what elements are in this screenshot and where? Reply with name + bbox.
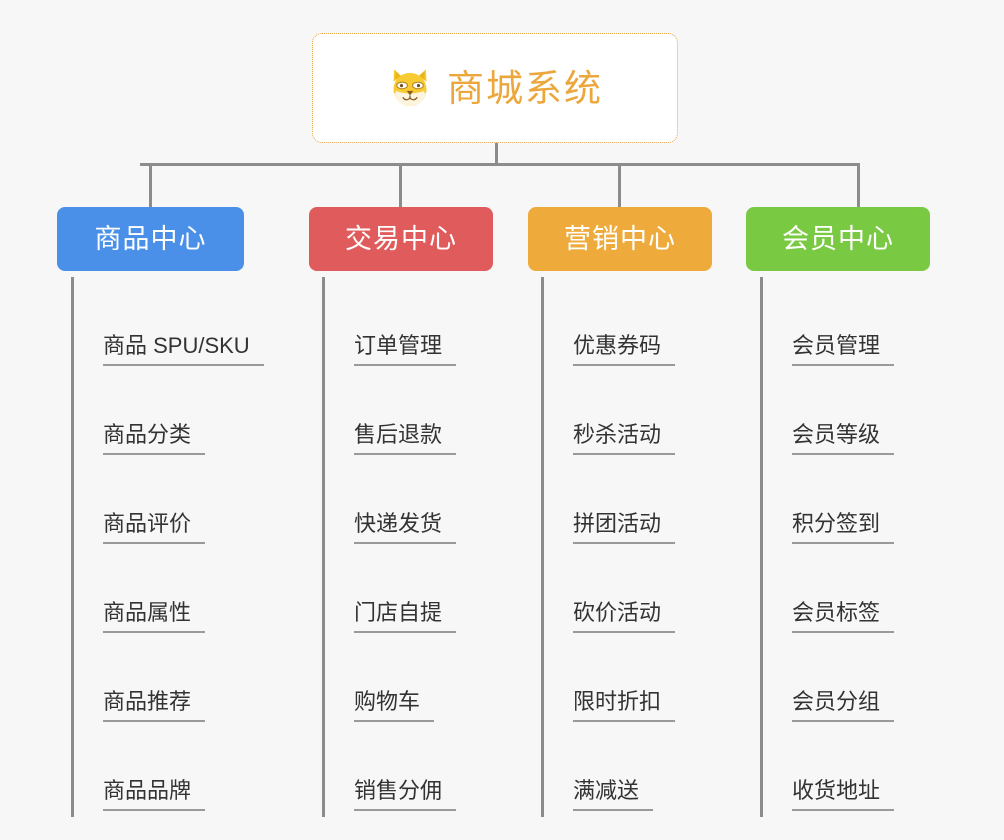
leaf-item[interactable]: 会员等级	[760, 366, 895, 455]
leaf-item[interactable]: 秒杀活动	[541, 366, 676, 455]
leaf-item-label: 购物车	[354, 689, 435, 722]
leaf-item-label: 优惠券码	[573, 333, 676, 366]
leaf-item[interactable]: 售后退款	[322, 366, 457, 455]
category-label: 交易中心	[345, 223, 457, 254]
leaf-item-label: 商品品牌	[103, 778, 206, 811]
leaf-item[interactable]: 销售分佣	[322, 722, 457, 811]
leaf-item-label: 商品分类	[103, 422, 206, 455]
connector-bus-bar	[140, 163, 860, 166]
leaf-item[interactable]: 收货地址	[760, 722, 895, 811]
leaf-item-label: 销售分佣	[354, 778, 457, 811]
connector-drop-4	[857, 163, 860, 209]
leaf-item-label: 拼团活动	[573, 511, 676, 544]
leaf-item-label: 商品评价	[103, 511, 206, 544]
category-label: 会员中心	[782, 223, 894, 254]
leaf-item-label: 商品推荐	[103, 689, 206, 722]
leaf-item-label: 砍价活动	[573, 600, 676, 633]
category-box-trade-center[interactable]: 交易中心	[309, 207, 493, 271]
leaf-item-label: 订单管理	[354, 333, 457, 366]
leaf-item[interactable]: 拼团活动	[541, 455, 676, 544]
leaf-item[interactable]: 限时折扣	[541, 633, 676, 722]
connector-root-stem	[495, 143, 498, 165]
leaf-item[interactable]: 商品属性	[71, 544, 206, 633]
leaf-item-label: 收货地址	[792, 778, 895, 811]
category-box-product-center[interactable]: 商品中心	[57, 207, 244, 271]
leaf-item-label: 门店自提	[354, 600, 457, 633]
leaf-item[interactable]: 积分签到	[760, 455, 895, 544]
leaf-item[interactable]: 门店自提	[322, 544, 457, 633]
leaf-item[interactable]: 砍价活动	[541, 544, 676, 633]
connector-trunk	[322, 277, 325, 817]
leaf-item-label: 商品 SPU/SKU	[103, 333, 264, 366]
category-box-member-center[interactable]: 会员中心	[746, 207, 930, 271]
leaf-item[interactable]: 商品评价	[71, 455, 206, 544]
connector-drop-3	[618, 163, 621, 209]
leaf-item[interactable]: 商品推荐	[71, 633, 206, 722]
leaf-item[interactable]: 购物车	[322, 633, 435, 722]
connector-trunk	[760, 277, 763, 817]
leaf-item[interactable]: 商品品牌	[71, 722, 206, 811]
leaf-item[interactable]: 会员分组	[760, 633, 895, 722]
root-node-title: 商城系统	[447, 67, 603, 109]
leaf-item[interactable]: 订单管理	[322, 277, 457, 366]
category-label: 营销中心	[564, 223, 676, 254]
shiba-dog-icon	[393, 69, 427, 106]
root-node-mall-system[interactable]: 商城系统	[312, 33, 678, 143]
leaf-item[interactable]: 会员管理	[760, 277, 895, 366]
leaf-item-label: 会员管理	[792, 333, 895, 366]
connector-drop-2	[399, 163, 402, 209]
leaf-item-label: 会员标签	[792, 600, 895, 633]
leaf-item-label: 快递发货	[354, 511, 457, 544]
leaf-item-label: 会员等级	[792, 422, 895, 455]
leaf-item[interactable]: 商品分类	[71, 366, 206, 455]
category-box-marketing-center[interactable]: 营销中心	[528, 207, 712, 271]
connector-drop-1	[149, 163, 152, 209]
leaf-item-label: 会员分组	[792, 689, 895, 722]
leaf-item-label: 满减送	[573, 778, 654, 811]
leaf-item-label: 商品属性	[103, 600, 206, 633]
leaf-item[interactable]: 会员标签	[760, 544, 895, 633]
connector-trunk	[71, 277, 74, 817]
leaf-item[interactable]: 快递发货	[322, 455, 457, 544]
leaf-item-label: 售后退款	[354, 422, 457, 455]
leaf-item-label: 限时折扣	[573, 689, 676, 722]
leaf-item-label: 秒杀活动	[573, 422, 676, 455]
category-label: 商品中心	[94, 223, 207, 254]
leaf-item[interactable]: 优惠券码	[541, 277, 676, 366]
connector-trunk	[541, 277, 544, 817]
leaf-item-label: 积分签到	[792, 511, 895, 544]
leaf-item[interactable]: 商品 SPU/SKU	[71, 277, 264, 366]
leaf-item[interactable]: 满减送	[541, 722, 654, 811]
